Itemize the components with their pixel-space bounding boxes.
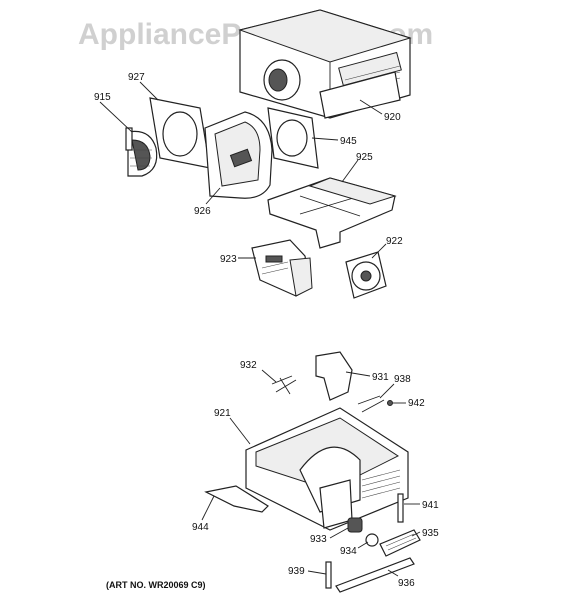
label-938: 938 [394, 374, 411, 385]
label-933: 933 [310, 534, 327, 545]
part-922-fan [345, 251, 387, 299]
label-931: 931 [372, 372, 389, 383]
part-921-lower-housing [245, 407, 409, 531]
label-927: 927 [128, 72, 145, 83]
label-921: 921 [214, 408, 231, 419]
label-925: 925 [356, 152, 373, 163]
part-927-gasket [149, 97, 211, 169]
part-944-pad [204, 485, 269, 513]
part-939-shaft [325, 561, 332, 589]
label-942: 942 [408, 398, 425, 409]
part-926-housing [204, 111, 273, 199]
part-932-clip [271, 375, 297, 395]
label-923: 923 [220, 254, 237, 265]
part-942-screw [387, 400, 393, 406]
part-915-coupling [125, 127, 158, 177]
label-936: 936 [398, 578, 415, 589]
part-935-grille [379, 529, 421, 557]
part-920-icemaker-housing [238, 9, 412, 119]
label-915: 915 [94, 92, 111, 103]
part-938-clip [357, 395, 385, 413]
part-931-bracket [315, 351, 353, 401]
label-939: 939 [288, 566, 305, 577]
label-934: 934 [340, 546, 357, 557]
part-945-plate [267, 107, 319, 169]
part-936-rail [335, 557, 415, 593]
label-945: 945 [340, 136, 357, 147]
label-922: 922 [386, 236, 403, 247]
label-926: 926 [194, 206, 211, 217]
label-932: 932 [240, 360, 257, 371]
label-941: 941 [422, 500, 439, 511]
label-935: 935 [422, 528, 439, 539]
part-923-motor [251, 239, 313, 297]
label-920: 920 [384, 112, 401, 123]
part-941-pin [397, 493, 404, 523]
label-944: 944 [192, 522, 209, 533]
part-labels: 915 927 926 945 920 925 923 922 932 931 … [94, 72, 439, 589]
leader-lines [99, 81, 421, 577]
art-number: (ART NO. WR20069 C9) [106, 580, 206, 590]
part-933-bulb-socket [347, 517, 363, 533]
part-925-bracket [267, 177, 397, 249]
part-934-bulb [365, 533, 379, 547]
